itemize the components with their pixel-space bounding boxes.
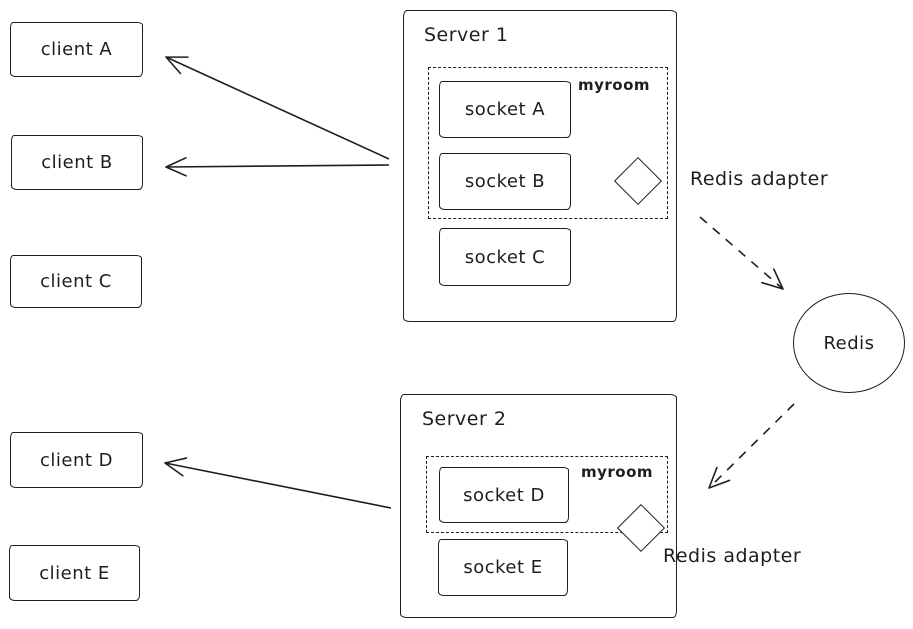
- socket-c-box: socket C: [439, 228, 571, 286]
- server1-title: Server 1: [424, 24, 509, 46]
- server1-redis-adapter-label: Redis adapter: [690, 168, 829, 190]
- arrow-server1-to-clientA: [165, 56, 390, 160]
- server2-room-box: myroom socket D: [426, 456, 668, 533]
- socket-a-label: socket A: [464, 99, 546, 120]
- arrow-server2-to-clientD: [164, 457, 392, 509]
- server2-room-label: myroom: [580, 463, 653, 481]
- server1-room-label: myroom: [577, 76, 650, 94]
- socket-d-box: socket D: [439, 467, 569, 523]
- dashed-arrow-server1-to-redis: [699, 216, 784, 290]
- server1-box: Server 1 myroom socket A socket B socket…: [403, 10, 677, 322]
- client-a-box: client A: [10, 22, 143, 77]
- socket-e-box: socket E: [438, 539, 568, 596]
- socket-e-label: socket E: [463, 557, 543, 578]
- arrow-server1-to-clientB: [165, 157, 390, 177]
- client-b-label: client B: [41, 152, 113, 173]
- server2-title: Server 2: [422, 408, 507, 430]
- socket-d-label: socket D: [463, 484, 545, 506]
- redis-label: Redis: [823, 332, 875, 354]
- server2-box: Server 2 myroom socket D socket E: [400, 394, 677, 618]
- client-c-label: client C: [40, 271, 112, 292]
- socket-b-label: socket B: [464, 171, 546, 192]
- client-d-label: client D: [39, 449, 114, 471]
- server2-redis-adapter-label: Redis adapter: [663, 545, 802, 567]
- dashed-arrow-redis-to-server2: [708, 403, 795, 489]
- socket-a-box: socket A: [439, 81, 571, 138]
- server1-room-box: myroom socket A socket B: [428, 67, 668, 219]
- client-a-label: client A: [40, 39, 113, 60]
- client-e-label: client E: [39, 562, 110, 584]
- socket-c-label: socket C: [464, 246, 546, 268]
- redis-circle: Redis: [793, 293, 905, 393]
- client-e-box: client E: [9, 545, 140, 601]
- client-b-box: client B: [11, 135, 143, 190]
- client-c-box: client C: [10, 255, 142, 308]
- client-d-box: client D: [10, 432, 143, 488]
- socket-b-box: socket B: [439, 153, 571, 210]
